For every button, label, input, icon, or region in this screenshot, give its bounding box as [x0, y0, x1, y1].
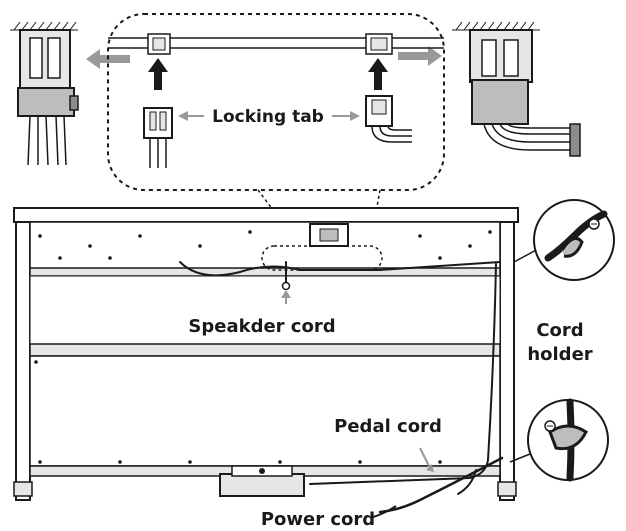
pedal-cord-label: Pedal cord: [334, 416, 442, 437]
cord-holder-label-line2: holder: [527, 344, 592, 365]
speaker-cord-label: Speakder cord: [188, 316, 335, 337]
cabinet-screws: [34, 230, 492, 464]
left-insert-arrow: [148, 58, 168, 90]
pedal-box: [219, 465, 305, 497]
pedal-cord-callout: [419, 447, 434, 472]
left-connector-detail: [10, 21, 79, 166]
speaker-cord-callout: [281, 290, 291, 304]
cord-holder-lower: [509, 398, 609, 482]
pedal-cord-path: [309, 263, 497, 485]
right-gray-arrow: [398, 46, 442, 66]
zoom-callout: Locking tab: [107, 13, 445, 191]
cord-holder-upper: [513, 199, 615, 281]
left-plug: [143, 107, 173, 168]
piano-cabinet: [13, 207, 519, 501]
power-cord-path: [378, 456, 504, 514]
cords: [179, 261, 504, 514]
power-cord-callout: [369, 505, 397, 519]
cord-holder-label-line1: Cord: [536, 320, 583, 341]
power-cord-label: Power cord: [261, 509, 375, 530]
locking-tab-label: Locking tab: [212, 107, 324, 127]
right-plug: [365, 95, 412, 143]
right-connector-detail: [452, 21, 581, 157]
right-ceiling-hatch: [452, 21, 540, 31]
locking-tab-pointers: [178, 111, 360, 121]
left-gray-arrow: [86, 49, 130, 69]
speaker-cord-path: [179, 261, 501, 277]
left-ceiling-hatch: [10, 21, 78, 31]
right-insert-arrow: [368, 58, 388, 90]
